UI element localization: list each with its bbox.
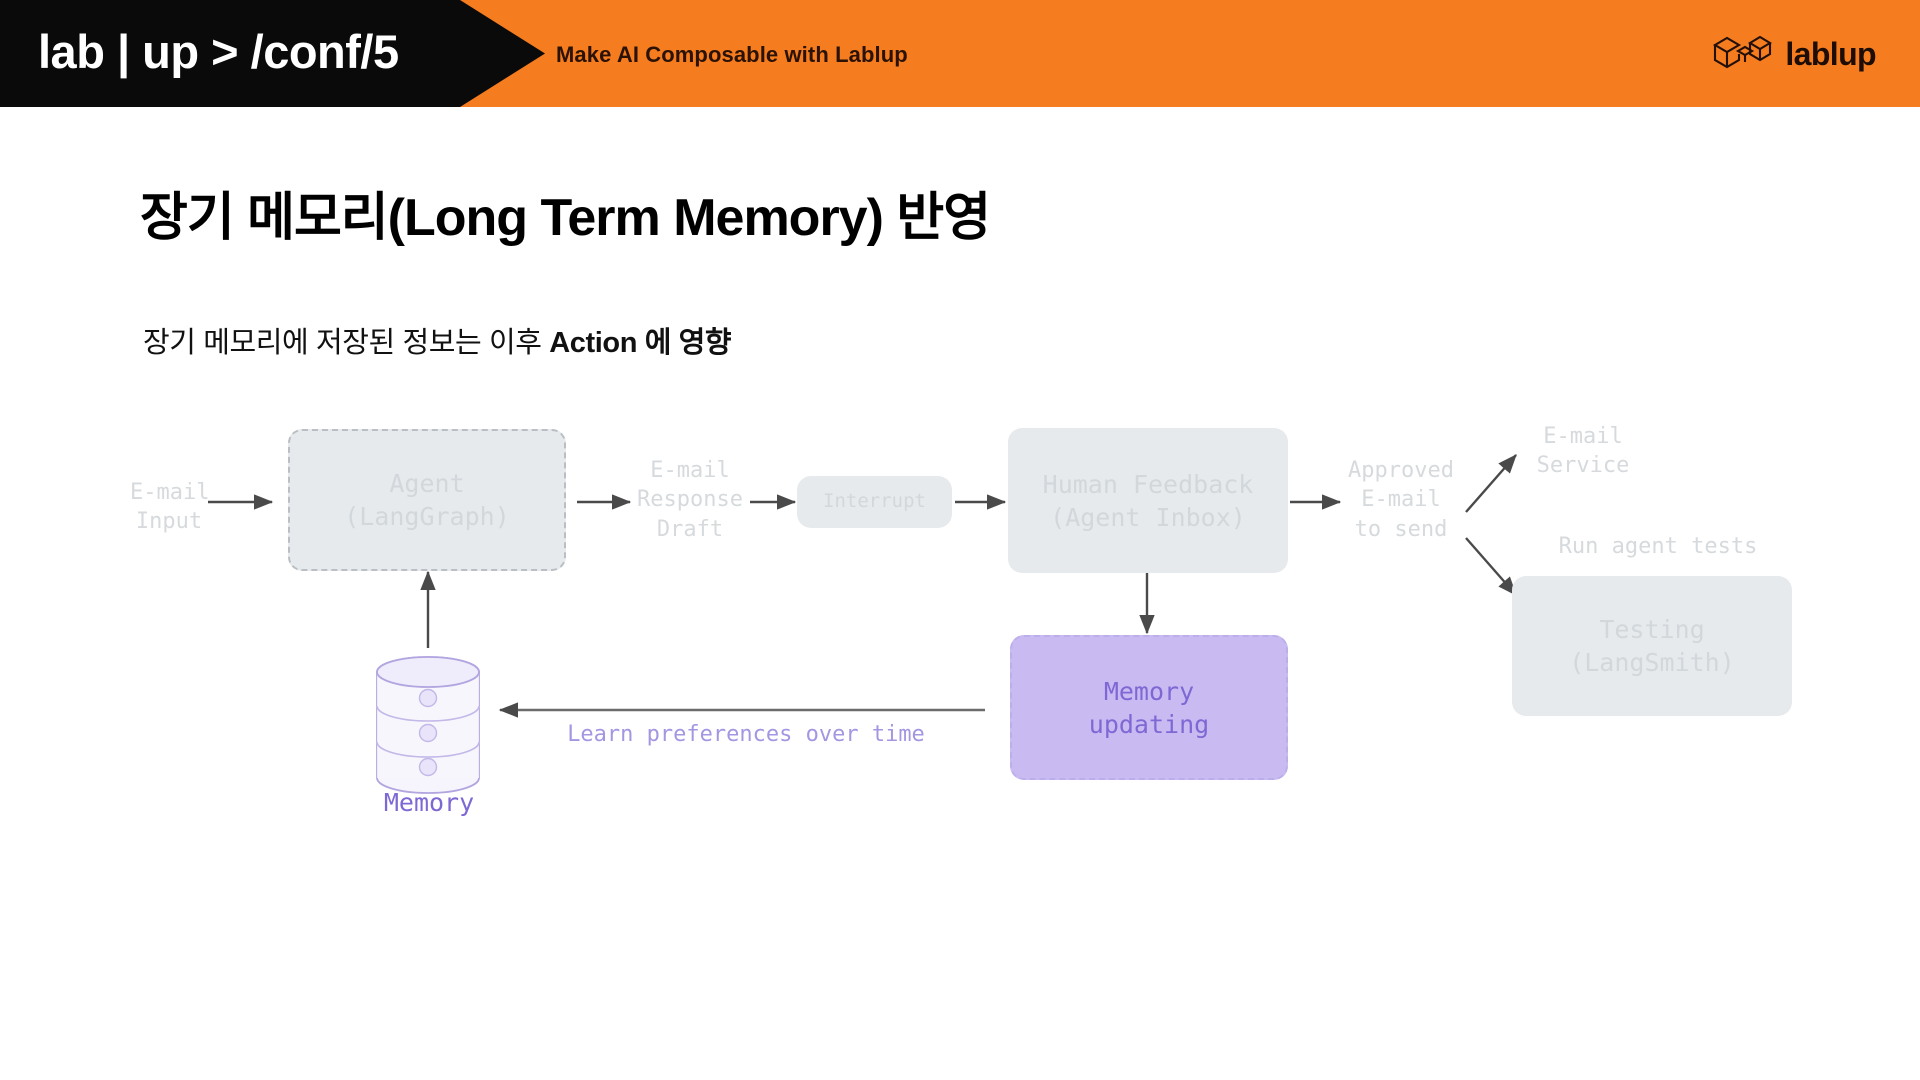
node-interrupt[interactable]: Interrupt: [797, 476, 952, 528]
node-human-feedback[interactable]: Human Feedback (Agent Inbox): [1008, 428, 1288, 573]
label-memory-store: Memory: [383, 788, 475, 817]
page-title: 장기 메모리(Long Term Memory) 반영: [140, 188, 991, 247]
label-learn-preferences: Learn preferences over time: [567, 722, 925, 747]
page-subtitle: 장기 메모리에 저장된 정보는 이후 Action 에 영향: [143, 319, 732, 361]
node-testing[interactable]: Testing (LangSmith): [1512, 576, 1792, 716]
conf-logo: lab | up > /conf/5: [38, 25, 399, 78]
label-email-input: E-mail Input: [130, 480, 210, 535]
edge-approved-to-service: [1465, 454, 1517, 513]
lablup-cube-icon: [1712, 34, 1773, 75]
header-black-chevron: [0, 0, 545, 107]
diagram-connectors: [208, 454, 1517, 718]
memory-database-icon: [376, 656, 480, 794]
subtitle-plain-text: 장기 메모리에 저장된 정보는 이후: [143, 327, 550, 359]
label-run-agent-tests: Run agent tests: [1558, 534, 1758, 559]
label-approved-email: Approved E-mail to send: [1348, 458, 1454, 542]
memory-flow-diagram: E-mail Input E-mail Response Draft Appro…: [0, 390, 1920, 817]
header-tagline: Make AI Composable with Lablup: [556, 42, 908, 67]
brand-name: lablup: [1785, 36, 1876, 72]
subtitle-emphasis-text: Action 에 영향: [549, 327, 732, 359]
label-email-service: E-mail Service: [1536, 424, 1630, 479]
page-header: lab | up > /conf/5 Make AI Composable wi…: [0, 0, 1920, 107]
brand-logo: lablup: [1712, 32, 1877, 76]
label-email-draft: E-mail Response Draft: [637, 458, 743, 542]
node-memory-updating[interactable]: Memory updating: [1010, 635, 1288, 780]
node-agent[interactable]: Agent (LangGraph): [288, 429, 566, 571]
edge-approved-to-testing: [1465, 537, 1517, 596]
